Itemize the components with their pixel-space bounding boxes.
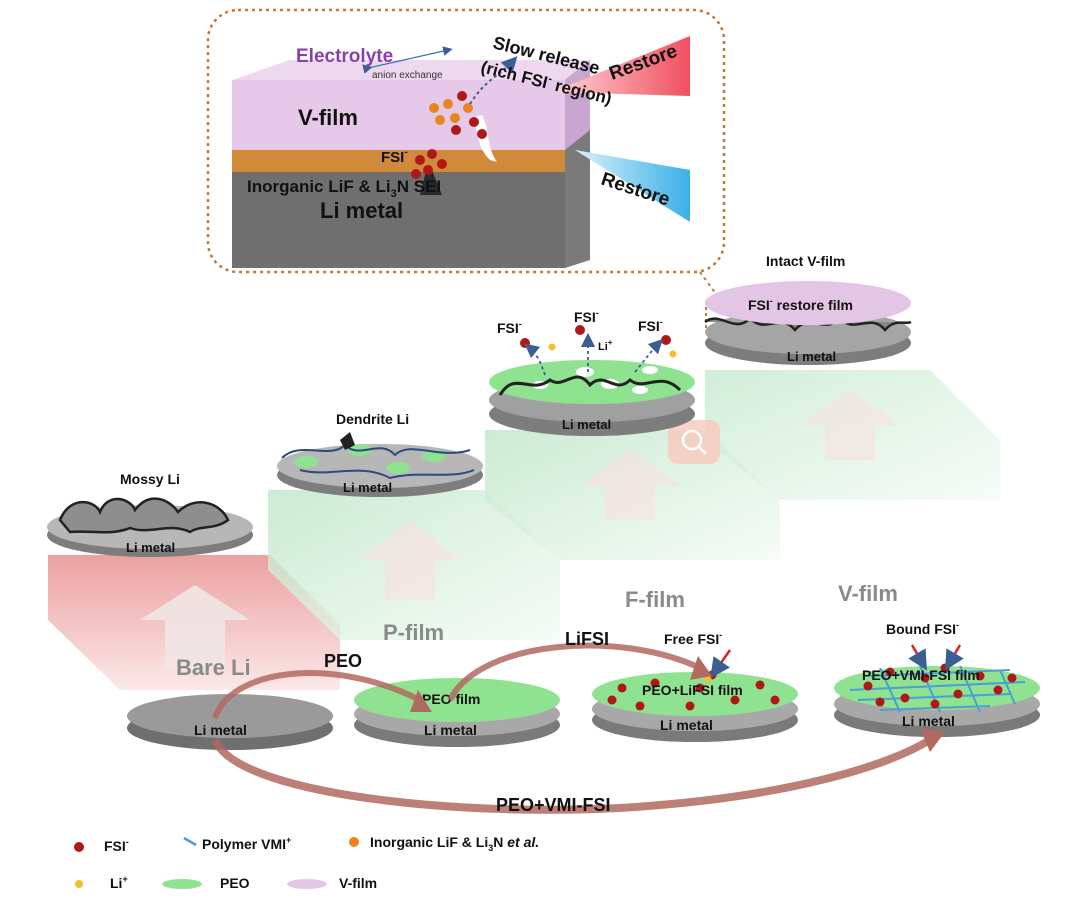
bound-fsi-label: Bound FSI-: [886, 620, 959, 637]
peo-arrow-label: PEO: [324, 651, 362, 671]
peovmi-arrow-label: PEO+VMI-FSI: [496, 795, 611, 815]
legend-vfilm-swatch: [287, 879, 327, 889]
v-film-disk: Bound FSI- PEO+VMI-FSI film Li metal: [834, 620, 1040, 737]
dendrite-spike: [420, 165, 442, 195]
intact-vfilm-disk: Intact V-film FSI- restore film Li metal: [704, 253, 912, 365]
arrow-up-4: [800, 390, 900, 460]
legend-vmi-label: Polymer VMI+: [202, 835, 291, 852]
release-arrow: [469, 56, 518, 105]
legend-inorganic-label: Inorganic LiF & Li3N et al.: [370, 834, 539, 853]
legend-vmi-swatch: [183, 836, 197, 847]
f-film-label: PEO+LiFSI film: [642, 682, 743, 698]
sei-layer: [232, 150, 565, 172]
stage-p-name: P-film: [383, 620, 444, 645]
stage-bare-name: Bare Li: [176, 655, 251, 680]
li-metal-layer: [232, 172, 565, 268]
arrow-peovmi: [211, 736, 933, 814]
bare-li-disk: Li metal: [127, 694, 333, 750]
sei-label: Inorganic LiF & Li3N SEI: [247, 177, 441, 200]
inset-border: [206, 8, 726, 274]
legend-fsi-swatch: [74, 842, 84, 852]
arrow-up-1: [140, 585, 250, 670]
f-film-disk: Free FSI- PEO+LiFSI film Li metal: [592, 630, 798, 742]
stage-v-name: V-film: [838, 581, 898, 606]
arrow-peo: [212, 670, 422, 720]
staircase: [48, 370, 1000, 690]
bare-disk-label: Li metal: [194, 722, 247, 738]
inset-panel: Electrolyte anion exchange Slow release …: [206, 8, 741, 329]
middle-fsi-2: FSI-: [574, 308, 599, 325]
exchange-arrow: [362, 46, 453, 74]
process-arrows: PEO LiFSI PEO+VMI-FSI: [211, 629, 945, 815]
legend-inorganic-swatch: [349, 837, 359, 847]
search-icon-lens: [681, 429, 703, 451]
legend: FSI- Polymer VMI+ Inorganic LiF & Li3N e…: [74, 834, 539, 891]
mossy-title: Mossy Li: [120, 471, 180, 487]
li-metal-inset-label: Li metal: [320, 198, 403, 223]
search-icon-handle: [698, 446, 707, 455]
middle-base: Li metal: [562, 417, 611, 432]
v-disk-label: Li metal: [902, 713, 955, 729]
arrow-up-2: [360, 520, 460, 600]
dendrite-li-disk: Dendrite Li Li metal: [277, 411, 483, 497]
fsi-inset-label: FSI-: [381, 147, 408, 166]
middle-fsi-3: FSI-: [638, 317, 663, 334]
legend-peo-label: PEO: [220, 875, 250, 891]
search-icon: [668, 420, 720, 464]
vfilm-layer: [232, 80, 565, 150]
legend-peo-swatch: [162, 879, 202, 889]
arrow-lifsi: [447, 642, 702, 702]
dendrite-base: Li metal: [343, 480, 392, 495]
free-fsi-label: Free FSI-: [664, 630, 722, 647]
restore-arrow-bottom: [575, 150, 690, 222]
arrow-up-3: [580, 450, 680, 520]
legend-li-swatch: [75, 880, 83, 888]
mossy-li-disk: Mossy Li Li metal: [47, 471, 253, 557]
inset-particles: [411, 91, 487, 179]
middle-disk: FSI- FSI- FSI- Li+ Li metal: [489, 308, 695, 436]
middle-li: Li+: [598, 338, 613, 353]
p-disk-label: Li metal: [424, 722, 477, 738]
p-film-disk: PEO film Li metal: [354, 678, 560, 747]
dendrite-title: Dendrite Li: [336, 411, 409, 427]
vfilm-inset-label: V-film: [298, 105, 358, 130]
lifsi-arrow-label: LiFSI: [565, 629, 609, 649]
legend-li-label: Li+: [110, 874, 128, 891]
legend-fsi-label: FSI-: [104, 837, 129, 854]
intact-base: Li metal: [787, 349, 836, 364]
electrolyte-label: Electrolyte: [296, 46, 393, 67]
middle-fsi-1: FSI-: [497, 319, 522, 336]
f-disk-label: Li metal: [660, 717, 713, 733]
restore-arrow-top: [552, 36, 690, 96]
intact-title: Intact V-film: [766, 253, 845, 269]
anion-exchange-label: anion exchange: [372, 70, 443, 81]
mossy-base: Li metal: [126, 540, 175, 555]
v-film-label: PEO+VMI-FSI film: [862, 667, 980, 683]
intact-film-label: FSI- restore film: [748, 296, 853, 313]
legend-vfilm-label: V-film: [339, 875, 377, 891]
stage-f-name: F-film: [625, 587, 685, 612]
